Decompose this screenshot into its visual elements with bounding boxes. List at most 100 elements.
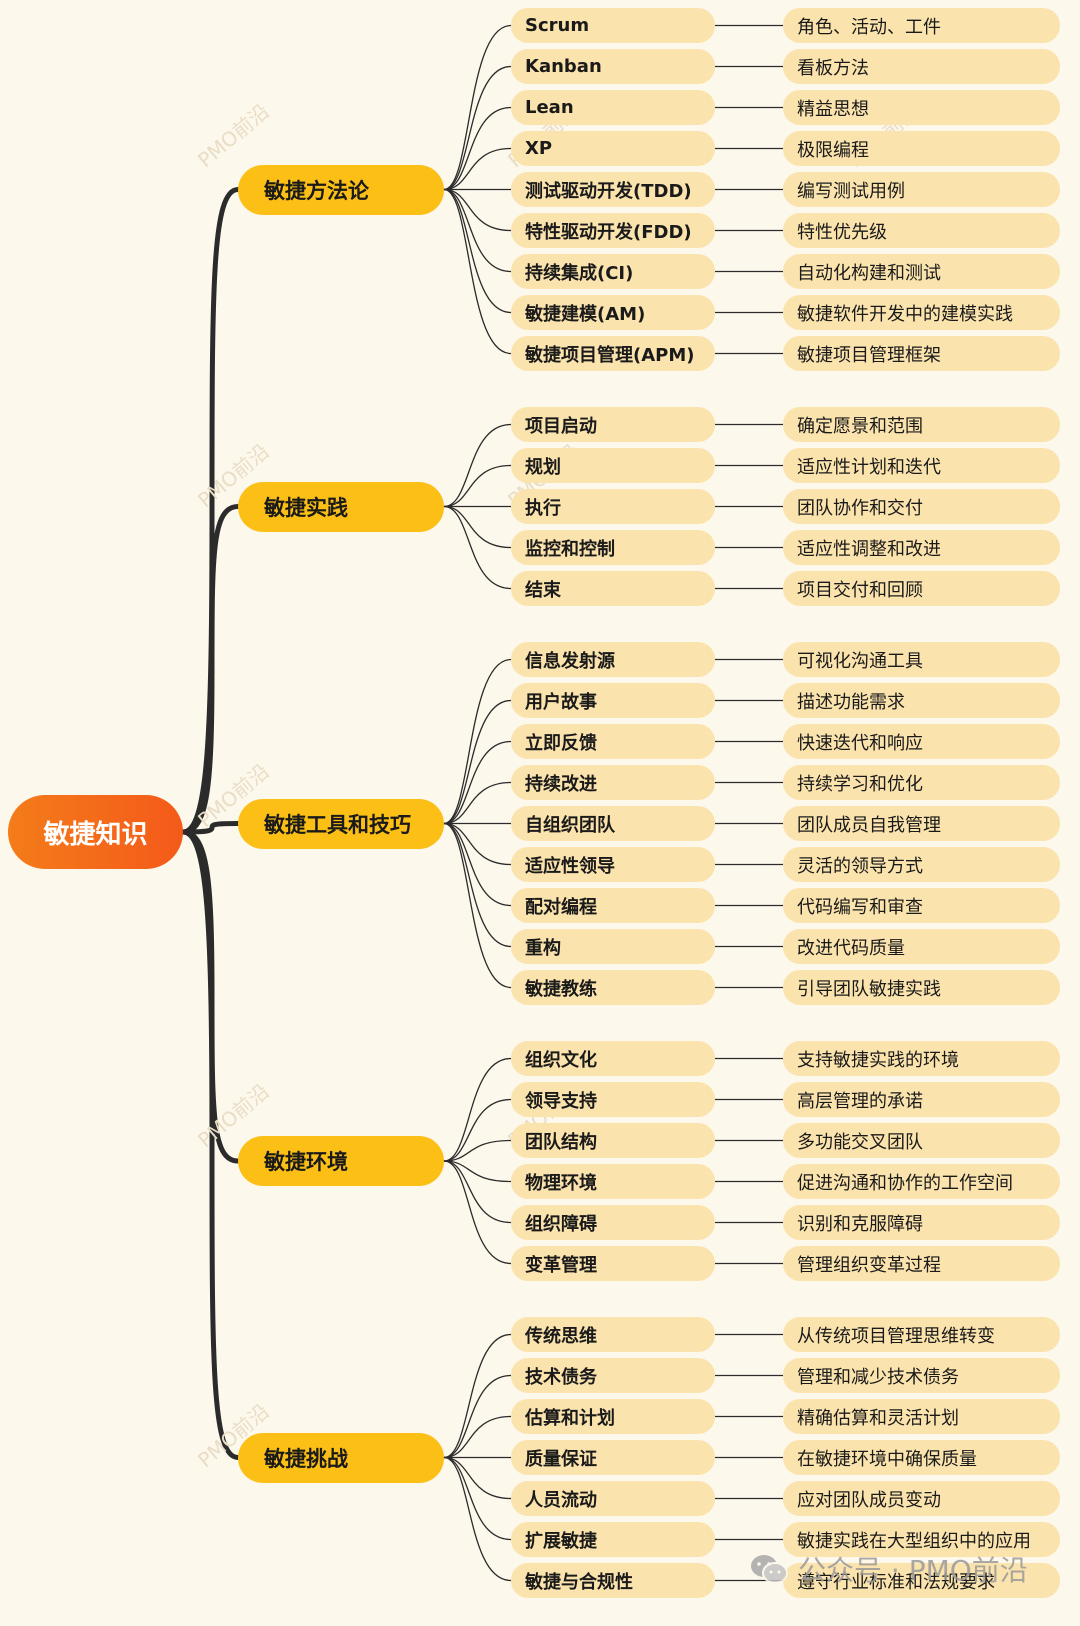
description-node[interactable]: 高层管理的承诺 <box>783 1082 1060 1117</box>
topic-node[interactable]: 传统思维 <box>511 1317 715 1352</box>
description-node[interactable]: 团队成员自我管理 <box>783 806 1060 841</box>
footer-text: 公众号 · PMO前沿 <box>798 1554 1028 1587</box>
description-node[interactable]: 代码编写和审查 <box>783 888 1060 923</box>
topic-node[interactable]: 重构 <box>511 929 715 964</box>
topic-node[interactable]: 敏捷建模(AM) <box>511 295 715 330</box>
root-node[interactable]: 敏捷知识 <box>8 795 183 869</box>
branch-node[interactable]: 敏捷实践 <box>238 481 444 532</box>
footer-credit: 公众号 · PMO前沿 <box>750 1549 1028 1589</box>
branch-topic-connector <box>443 423 512 508</box>
description-node[interactable]: 确定愿景和范围 <box>783 407 1060 442</box>
topic-node[interactable]: 变革管理 <box>511 1246 715 1281</box>
branch-topic-connector <box>443 1456 512 1541</box>
branch-node[interactable]: 敏捷方法论 <box>238 164 444 215</box>
branch-topic-connector <box>443 740 512 825</box>
topic-node[interactable]: 敏捷教练 <box>511 970 715 1005</box>
branch-topic-connector <box>443 188 512 232</box>
branch-topic-connector <box>443 822 512 907</box>
topic-node[interactable]: 监控和控制 <box>511 530 715 565</box>
topic-node[interactable]: 项目启动 <box>511 407 715 442</box>
description-node[interactable]: 灵活的领导方式 <box>783 847 1060 882</box>
description-node[interactable]: 遵守行业标准和法规要求 <box>783 1563 1060 1598</box>
description-node[interactable]: 可视化沟通工具 <box>783 642 1060 677</box>
branch-topic-connector <box>443 1139 512 1162</box>
topic-node[interactable]: 团队结构 <box>511 1123 715 1158</box>
topic-node[interactable]: 自组织团队 <box>511 806 715 841</box>
description-node[interactable]: 引导团队敏捷实践 <box>783 970 1060 1005</box>
topic-node[interactable]: 规划 <box>511 448 715 483</box>
topic-node[interactable]: 组织文化 <box>511 1041 715 1076</box>
topic-node[interactable]: 敏捷与合规性 <box>511 1563 715 1598</box>
description-node[interactable]: 敏捷软件开发中的建模实践 <box>783 295 1060 330</box>
description-node[interactable]: 自动化构建和测试 <box>783 254 1060 289</box>
description-node[interactable]: 快速迭代和响应 <box>783 724 1060 759</box>
topic-node[interactable]: 敏捷项目管理(APM) <box>511 336 715 371</box>
topic-node[interactable]: 人员流动 <box>511 1481 715 1516</box>
topic-node[interactable]: 测试驱动开发(TDD) <box>511 172 715 207</box>
topic-node[interactable]: 质量保证 <box>511 1440 715 1475</box>
description-node[interactable]: 促进沟通和协作的工作空间 <box>783 1164 1060 1199</box>
topic-node[interactable]: 配对编程 <box>511 888 715 923</box>
topic-node[interactable]: 物理环境 <box>511 1164 715 1199</box>
description-node[interactable]: 管理和减少技术债务 <box>783 1358 1060 1393</box>
description-node[interactable]: 从传统项目管理思维转变 <box>783 1317 1060 1352</box>
description-node[interactable]: 精确估算和灵活计划 <box>783 1399 1060 1434</box>
description-node[interactable]: 识别和克服障碍 <box>783 1205 1060 1240</box>
topic-node[interactable]: 组织障碍 <box>511 1205 715 1240</box>
topic-node[interactable]: 技术债务 <box>511 1358 715 1393</box>
topic-node[interactable]: Lean <box>511 90 715 125</box>
branch-topic-connector <box>443 1160 512 1224</box>
topic-node[interactable]: 估算和计划 <box>511 1399 715 1434</box>
branch-node[interactable]: 敏捷工具和技巧 <box>238 798 444 849</box>
description-node[interactable]: 适应性计划和迭代 <box>783 448 1060 483</box>
branch-topic-connector <box>443 65 512 191</box>
topic-node[interactable]: 立即反馈 <box>511 724 715 759</box>
branch-node[interactable]: 敏捷环境 <box>238 1136 444 1186</box>
topic-node[interactable]: 持续改进 <box>511 765 715 800</box>
description-node[interactable]: 特性优先级 <box>783 213 1060 248</box>
root-branch-connector <box>180 821 241 835</box>
root-branch-connector <box>180 187 241 835</box>
description-node[interactable]: 应对团队成员变动 <box>783 1481 1060 1516</box>
description-node[interactable]: 支持敏捷实践的环境 <box>783 1041 1060 1076</box>
description-node[interactable]: 改进代码质量 <box>783 929 1060 964</box>
topic-node[interactable]: 用户故事 <box>511 683 715 718</box>
topic-node[interactable]: 领导支持 <box>511 1082 715 1117</box>
topic-node[interactable]: 执行 <box>511 489 715 524</box>
branch-topic-connector <box>443 505 512 590</box>
topic-node[interactable]: 持续集成(CI) <box>511 254 715 289</box>
description-node[interactable]: 描述功能需求 <box>783 683 1060 718</box>
branch-node[interactable]: 敏捷挑战 <box>238 1432 444 1483</box>
description-node[interactable]: 角色、活动、工件 <box>783 8 1060 43</box>
wechat-icon <box>751 1555 788 1584</box>
description-node[interactable]: 编写测试用例 <box>783 172 1060 207</box>
topic-node[interactable]: 结束 <box>511 571 715 606</box>
topic-node[interactable]: XP <box>511 131 715 166</box>
description-node[interactable]: 极限编程 <box>783 131 1060 166</box>
branch-topic-connector <box>443 1456 512 1500</box>
topic-node[interactable]: 适应性领导 <box>511 847 715 882</box>
description-node[interactable]: 多功能交叉团队 <box>783 1123 1060 1158</box>
branch-topic-connector <box>443 1098 512 1162</box>
description-node[interactable]: 项目交付和回顾 <box>783 571 1060 606</box>
branch-topic-connector <box>443 505 512 549</box>
description-node[interactable]: 精益思想 <box>783 90 1060 125</box>
branch-topic-connector <box>443 1374 512 1459</box>
branch-topic-connector <box>443 24 512 191</box>
branch-topic-connector <box>443 658 512 825</box>
topic-node[interactable]: 特性驱动开发(FDD) <box>511 213 715 248</box>
topic-node[interactable]: Kanban <box>511 49 715 84</box>
topic-node[interactable]: 扩展敏捷 <box>511 1522 715 1557</box>
topic-node[interactable]: Scrum <box>511 8 715 43</box>
root-branch-connector <box>180 504 241 835</box>
description-node[interactable]: 看板方法 <box>783 49 1060 84</box>
branch-topic-connector <box>443 1160 512 1183</box>
topic-node[interactable]: 信息发射源 <box>511 642 715 677</box>
description-node[interactable]: 敏捷实践在大型组织中的应用 <box>783 1522 1060 1557</box>
description-node[interactable]: 敏捷项目管理框架 <box>783 336 1060 371</box>
description-node[interactable]: 适应性调整和改进 <box>783 530 1060 565</box>
description-node[interactable]: 团队协作和交付 <box>783 489 1060 524</box>
description-node[interactable]: 持续学习和优化 <box>783 765 1060 800</box>
description-node[interactable]: 在敏捷环境中确保质量 <box>783 1440 1060 1475</box>
description-node[interactable]: 管理组织变革过程 <box>783 1246 1060 1281</box>
